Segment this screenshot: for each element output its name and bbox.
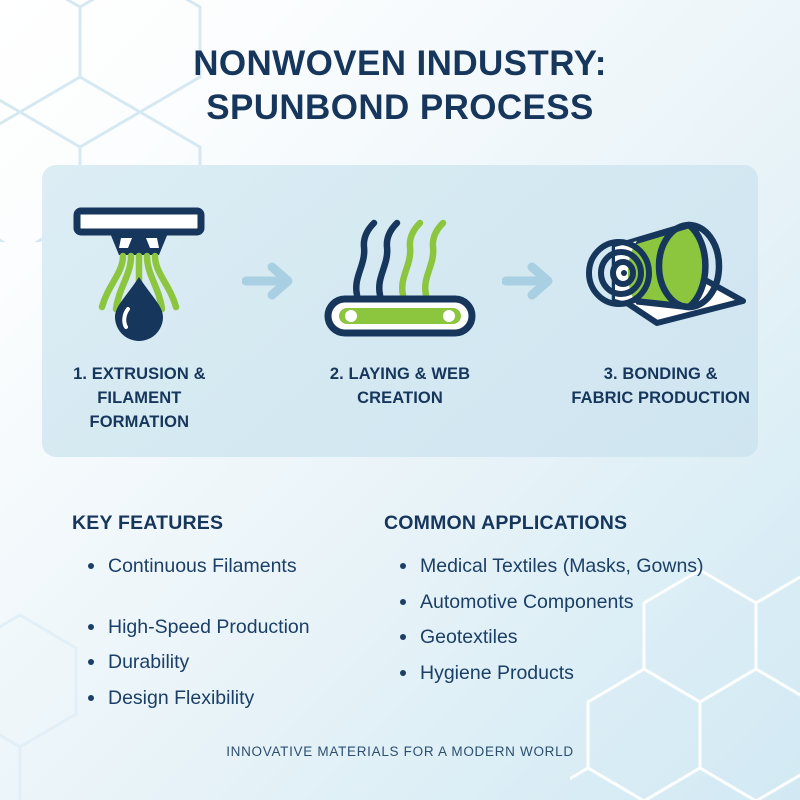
list-item: Medical Textiles (Masks, Gowns) <box>400 553 800 580</box>
process-step-3-label: 3. BONDING & FABRIC PRODUCTION <box>571 365 750 407</box>
process-steps: 1. EXTRUSION & FILAMENT FORMATION <box>42 165 758 457</box>
key-features-section: KEY FEATURES Continuous Filaments High-S… <box>0 512 370 720</box>
title-line-2: SPUNBOND PROCESS <box>206 88 594 128</box>
list-item: Continuous Filaments <box>88 553 370 580</box>
common-applications-section: COMMON APPLICATIONS Medical Textiles (Ma… <box>370 512 800 720</box>
arrow-right-icon-1 <box>237 165 303 457</box>
key-features-list: Continuous Filaments High-Speed Producti… <box>72 553 370 711</box>
extrusion-spinneret-icon <box>64 193 214 353</box>
page-title: NONWOVEN INDUSTRY: SPUNBOND PROCESS <box>0 42 800 130</box>
key-features-heading: KEY FEATURES <box>72 512 224 534</box>
process-step-1: 1. EXTRUSION & FILAMENT FORMATION <box>42 165 237 457</box>
list-item: Design Flexibility <box>88 685 370 712</box>
list-item: Hygiene Products <box>400 660 800 687</box>
common-applications-list: Medical Textiles (Masks, Gowns) Automoti… <box>384 553 800 686</box>
footer-tagline: INNOVATIVE MATERIALS FOR A MODERN WORLD <box>226 744 574 759</box>
process-step-3: 3. BONDING & FABRIC PRODUCTION <box>563 165 758 457</box>
list-item: Automotive Components <box>400 589 800 616</box>
process-step-2: 2. LAYING & WEB CREATION <box>303 165 498 457</box>
arrow-right-icon-2 <box>497 165 563 457</box>
info-lists: KEY FEATURES Continuous Filaments High-S… <box>0 512 800 720</box>
common-applications-heading: COMMON APPLICATIONS <box>384 512 628 534</box>
conveyor-belt-web-icon <box>320 193 480 353</box>
process-step-1-label: 1. EXTRUSION & FILAMENT FORMATION <box>73 365 206 431</box>
fabric-roll-icon <box>571 193 751 353</box>
title-line-1: NONWOVEN INDUSTRY: <box>193 44 607 83</box>
process-panel: 1. EXTRUSION & FILAMENT FORMATION <box>42 165 758 457</box>
list-item: High-Speed Production <box>88 614 370 641</box>
list-item: Geotextiles <box>400 624 800 651</box>
process-step-2-label: 2. LAYING & WEB CREATION <box>329 365 471 407</box>
list-item: Durability <box>88 649 370 676</box>
